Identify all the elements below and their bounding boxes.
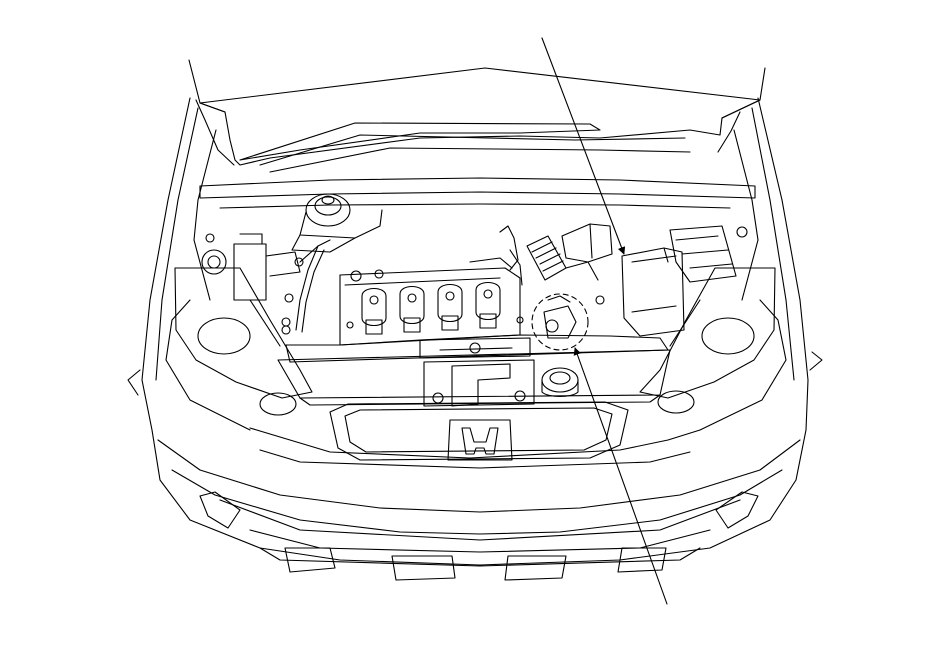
honda-emblem [448,420,512,460]
radiator-support [278,335,670,405]
ignition-coils [362,283,500,335]
radiator-cap [542,368,578,397]
intake-hose [500,226,598,280]
leader-line-upper [542,38,626,255]
engine-bolts [282,296,604,334]
grille [250,402,700,468]
fog-lights [285,548,666,580]
headlight-left [175,268,312,415]
brake-lines [282,246,324,332]
headlight-right [640,268,775,413]
front-bumper [158,440,800,552]
latch-bracket [420,338,534,406]
cowl-panel [200,178,755,208]
leader-line-lower [573,347,667,604]
fuse-relay-box [622,226,747,336]
hood [189,60,765,172]
brake-reservoir [292,194,382,252]
body-outline [128,98,822,565]
air-cleaner-box [562,224,612,262]
washer-reservoir [202,234,330,300]
underbody [260,548,700,566]
engine-valve-cover [340,250,522,345]
circled-component [532,294,588,350]
